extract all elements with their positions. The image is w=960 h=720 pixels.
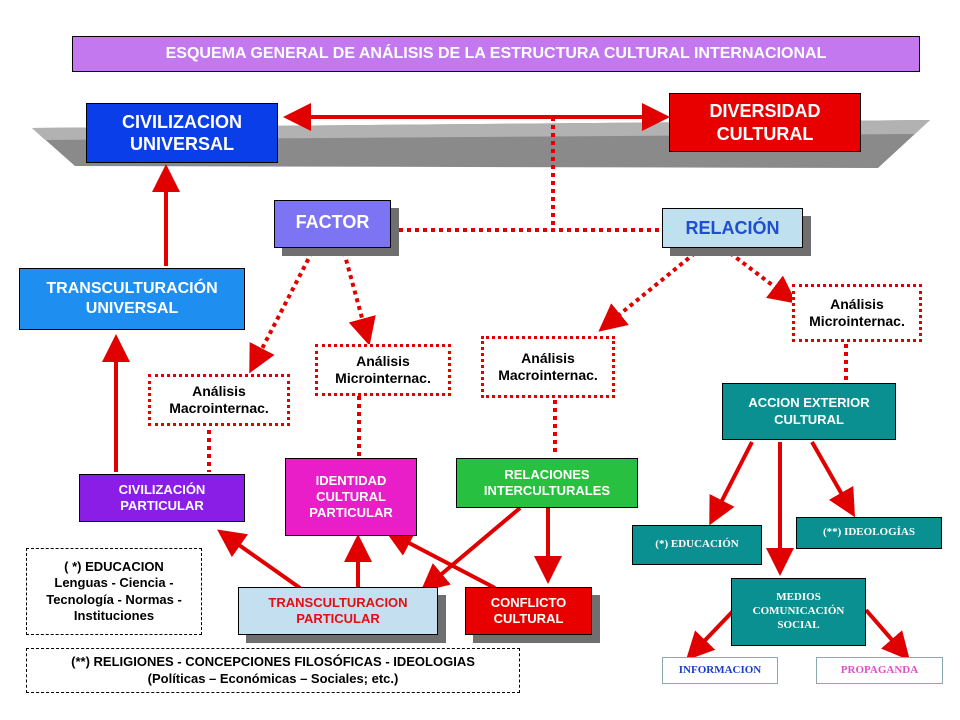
- analisis-micro-right-box: Análisis Microinternac.: [792, 284, 922, 342]
- accion-exterior-box: ACCION EXTERIOR CULTURAL: [722, 383, 896, 440]
- arrow-medios-to-informacion: [685, 608, 736, 661]
- ideologias-box: (**) IDEOLOGÍAS: [796, 517, 942, 549]
- arrow-medios-to-propaganda: [864, 608, 910, 661]
- analisis-macro-right-box: Análisis Macrointernac.: [481, 336, 615, 398]
- propaganda-box: PROPAGANDA: [816, 657, 943, 684]
- arrow-tp-to-civpart: [217, 529, 302, 590]
- arrow-conflicto-to-identidad: [384, 530, 496, 590]
- arrow-accion-to-ideologias: [810, 441, 855, 518]
- transculturacion-universal-box: TRANSCULTURACIÓN UNIVERSAL: [19, 268, 245, 330]
- dotted-relacion-to-micro: [728, 251, 797, 304]
- arrow-accion-to-educacion: [709, 441, 754, 526]
- arrow-relaciones-to-tp: [420, 506, 522, 592]
- relaciones-interculturales-box: RELACIONES INTERCULTURALES: [456, 458, 638, 508]
- civilizacion-universal-box: CIVILIZACION UNIVERSAL: [86, 103, 278, 163]
- relacion-box: RELACIÓN: [662, 208, 803, 248]
- transculturacion-particular-box: TRANSCULTURACION PARTICULAR: [238, 587, 438, 635]
- ideologias-note: (**) RELIGIONES - CONCEPCIONES FILOSÓFIC…: [26, 648, 520, 693]
- ideologias-note-line1: (**) RELIGIONES - CONCEPCIONES FILOSÓFIC…: [71, 654, 475, 670]
- ideologias-note-line2: (Políticas – Económicas – Sociales; etc.…: [147, 670, 399, 686]
- medios-comunicacion-box: MEDIOS COMUNICACIÓN SOCIAL: [731, 578, 866, 646]
- analisis-micro-mid-box: Análisis Microinternac.: [315, 344, 451, 396]
- diversidad-cultural-box: DIVERSIDAD CULTURAL: [669, 93, 861, 152]
- dotted-relacion-to-macro: [598, 251, 697, 332]
- educacion-box: (*) EDUCACIÓN: [632, 525, 762, 565]
- educacion-note: ( *) EDUCACION Lenguas - Ciencia - Tecno…: [26, 548, 202, 635]
- civilizacion-particular-box: CIVILIZACIÓN PARTICULAR: [79, 474, 245, 522]
- page-title: ESQUEMA GENERAL DE ANÁLISIS DE LA ESTRUC…: [72, 36, 920, 72]
- dotted-factor-to-macro: [249, 251, 314, 374]
- analisis-macro-left-box: Análisis Macrointernac.: [148, 374, 290, 426]
- dotted-factor-to-micro: [342, 251, 376, 346]
- conflicto-cultural-box: CONFLICTO CULTURAL: [465, 587, 592, 635]
- factor-box: FACTOR: [274, 200, 391, 248]
- identidad-cultural-box: IDENTIDAD CULTURAL PARTICULAR: [285, 458, 417, 536]
- informacion-box: INFORMACION: [662, 657, 778, 684]
